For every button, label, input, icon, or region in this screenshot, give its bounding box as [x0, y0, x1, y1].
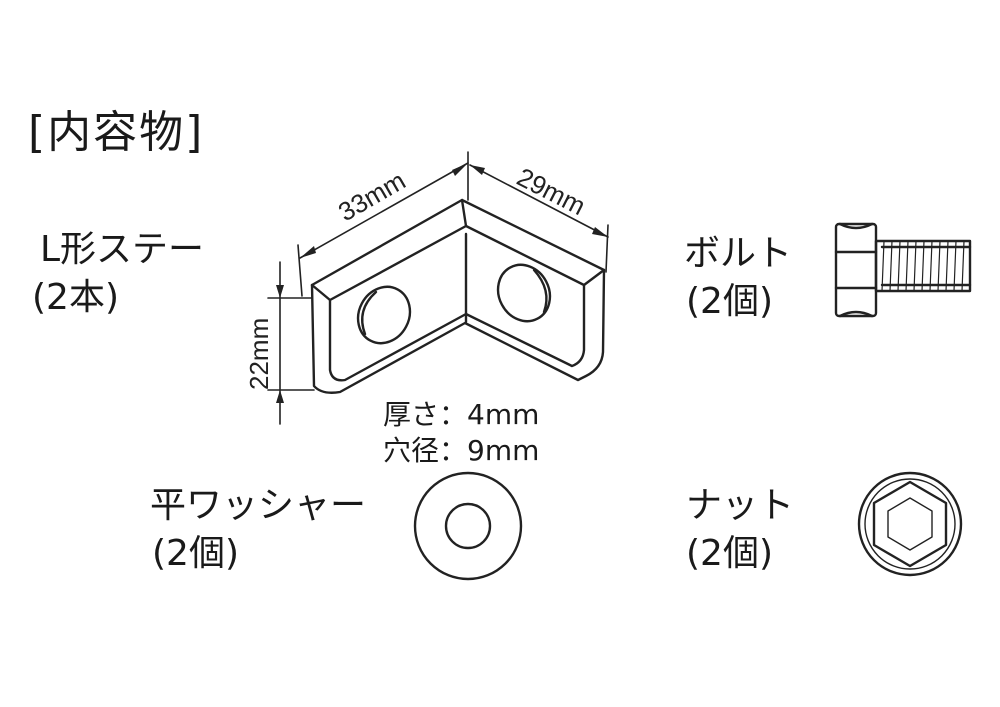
washer-qty: (2個) — [152, 533, 239, 574]
bracket-hole-right — [496, 263, 552, 323]
bolt-name: ボルト — [684, 233, 793, 274]
dim-height-label: 22mm — [244, 318, 274, 390]
bolt-drawing — [834, 222, 972, 318]
bolt-qty: (2個) — [686, 281, 773, 322]
nut-drawing — [857, 471, 963, 577]
nut-qty: (2個) — [686, 533, 773, 574]
dimension-arrows — [276, 163, 608, 403]
nut-name: ナット — [686, 485, 795, 526]
thickness-spec: 厚さ：4mm — [383, 398, 540, 431]
bracket-hole-left — [356, 285, 412, 345]
bracket-top-edge — [310, 198, 606, 302]
bracket-qty: (2本) — [32, 277, 119, 318]
hole-diameter-spec: 穴径：9mm — [383, 434, 540, 467]
page-title: [内容物] — [28, 107, 205, 158]
bracket-front-face — [328, 224, 586, 382]
bolt-threads — [881, 240, 965, 292]
bracket-outline — [310, 198, 606, 394]
washer-name: 平ワッシャー — [150, 485, 367, 526]
washer-drawing — [413, 471, 523, 581]
dim-depth-label: 29mm — [512, 162, 590, 222]
l-bracket-drawing — [310, 198, 606, 394]
bracket-name: L形ステー — [40, 229, 205, 270]
